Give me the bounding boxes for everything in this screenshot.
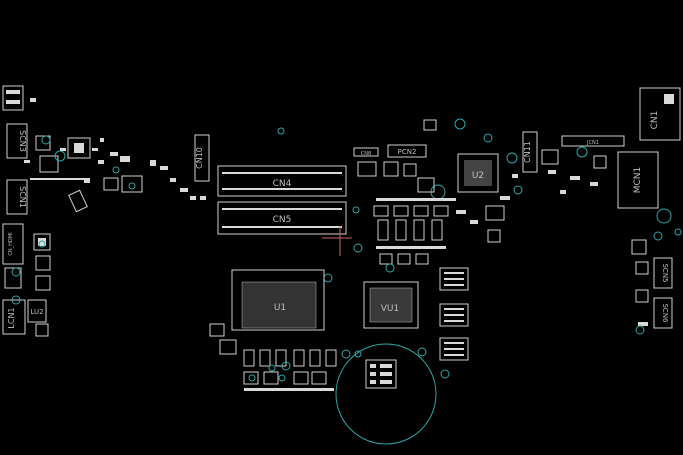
u2-chip[interactable]: U2 [457,153,499,193]
right-lower-parts: SCN5 SCN6 [631,239,673,335]
scn1-label: SCN1 [18,186,27,208]
cn5-label: CN5 [273,215,292,225]
vu1-gpu[interactable]: VU1 [363,281,419,329]
mounting-hole [335,343,437,445]
cn4-slot[interactable]: CN4 [217,165,347,197]
scn5-connector[interactable] [653,257,673,289]
left-top-parts [24,98,285,213]
pcn2-label: PCN2 [398,148,417,156]
mcn1-connector[interactable]: MCN1 [617,151,682,241]
cn10-label: CN10 [195,147,204,169]
u1-label: U1 [274,303,286,313]
cn4-label: CN4 [273,179,292,189]
cn10-connector[interactable]: CN10 [190,134,210,200]
lcn1-connector[interactable] [2,299,26,335]
vu1-label: VU1 [381,304,399,314]
mcn1-label: MCN1 [633,167,643,194]
scn1-connector[interactable] [6,179,28,215]
inductor-column [417,267,469,379]
scn5-label: SCN5 [661,263,669,282]
center-top-parts [323,118,523,283]
cursor-crosshair [322,226,352,256]
cn1-right-label: CN1 [650,111,660,130]
hdmi-connector[interactable] [2,223,24,265]
scn3-connector[interactable] [6,123,28,159]
lcn1-label: LCN1 [7,307,16,328]
cn11-connector[interactable]: CN11 [522,131,538,173]
pcn2-connector[interactable]: PCN2 [387,144,427,158]
scn6-label: SCN6 [661,303,669,323]
scn6-connector[interactable] [653,297,673,329]
scn3-label: SCN3 [18,130,27,152]
u2-label: U2 [472,171,484,181]
vrm-area [209,323,362,391]
right-top-parts: JCN1 [541,135,625,194]
cn11-label: CN11 [523,141,532,163]
hdmi-label: CN_HDMI [8,232,14,255]
jcn1-label: JCN1 [586,140,599,146]
lu2-chip[interactable] [27,299,47,323]
lu2-label: LU2 [30,308,43,316]
cn1-right-connector[interactable]: CN1 [639,87,681,141]
u1-cpu[interactable]: U1 [231,269,325,331]
cn5-slot[interactable]: CN5 [217,201,347,235]
left-connector-cluster[interactable]: SCN3 SCN1 CN_HDMI LCN1 LU2 [2,85,51,337]
cn8-connector[interactable]: CN8 [353,147,379,157]
cn8-label: CN8 [361,151,371,157]
